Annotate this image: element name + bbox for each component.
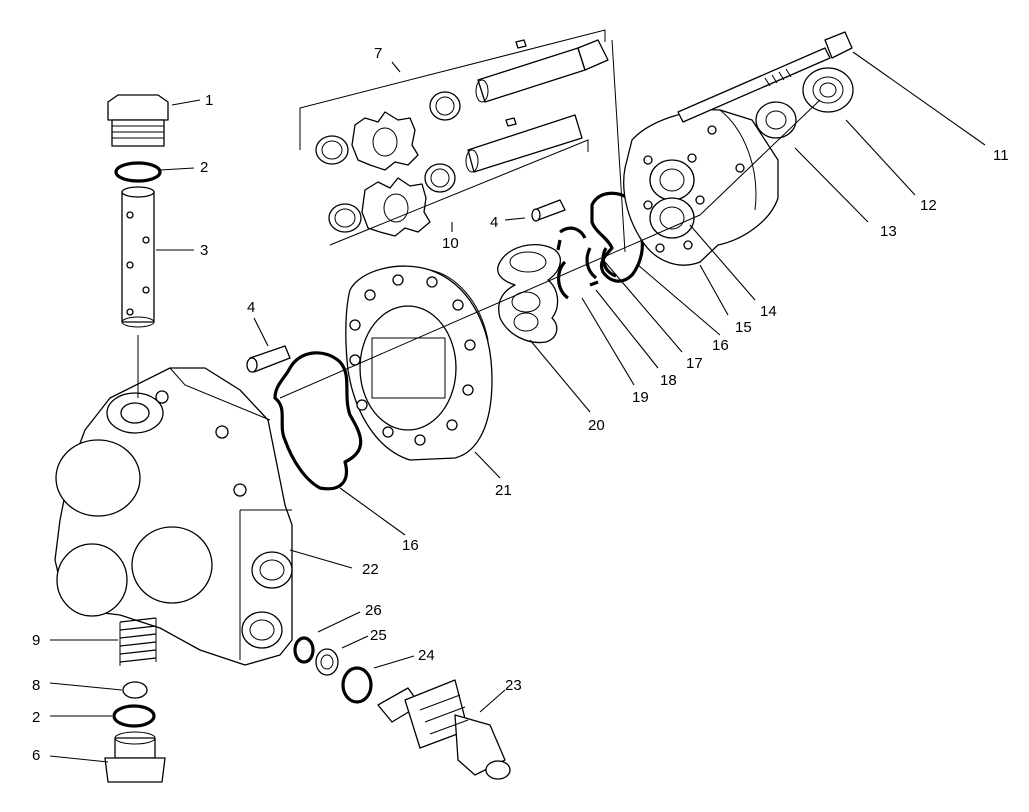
- part-7-gear-shaft-assembly: [315, 39, 609, 171]
- callout-18: 18: [660, 372, 677, 389]
- callout-labels: 1 2 3 4 4 7 10 11 12 13 14 15 16 17 18 1…: [32, 45, 1009, 764]
- callout-8: 8: [32, 677, 40, 694]
- callout-6: 6: [32, 747, 40, 764]
- part-1-plug: [107, 94, 169, 147]
- callout-26: 26: [365, 602, 382, 619]
- bracket-parts-10: [329, 139, 589, 246]
- callout-16-right: 16: [712, 337, 729, 354]
- callout-13: 13: [880, 223, 897, 240]
- callout-1: 1: [205, 92, 213, 109]
- part-8-disc: [122, 681, 148, 699]
- part-24-oring: [341, 666, 373, 704]
- assembly-centerline: [279, 99, 821, 399]
- callout-11: 11: [993, 147, 1009, 164]
- callout-2-upper: 2: [200, 159, 208, 176]
- centerline-upper-shaft: [611, 39, 626, 253]
- callout-22: 22: [362, 561, 379, 578]
- part-4-dowel-pin-right: [531, 199, 566, 222]
- callout-17: 17: [686, 355, 703, 372]
- callout-24: 24: [418, 647, 435, 664]
- leader-lines: [49, 51, 986, 763]
- callout-4-left: 4: [247, 299, 255, 316]
- callout-16-left: 16: [402, 537, 419, 554]
- part-18-seal: [585, 247, 599, 287]
- part-2-oring-upper: [114, 161, 162, 183]
- callout-25: 25: [370, 627, 387, 644]
- callout-12: 12: [920, 197, 937, 214]
- part-17-seal: [601, 247, 617, 278]
- bracket-parts-7: [299, 29, 606, 150]
- callout-9: 9: [32, 632, 40, 649]
- callout-20: 20: [588, 417, 605, 434]
- pump-body-housing: [54, 367, 293, 666]
- part-13-washer: [755, 101, 797, 139]
- callout-23: 23: [505, 677, 522, 694]
- part-23-relief-valve: [377, 679, 511, 780]
- callout-21: 21: [495, 482, 512, 499]
- part-3-sleeve: [121, 186, 155, 398]
- part-4-dowel-pin-left: [246, 345, 291, 373]
- callout-14: 14: [760, 303, 777, 320]
- callout-7: 7: [374, 45, 382, 62]
- part-20-wear-plate: [497, 244, 561, 344]
- part-11-bolt: [677, 31, 853, 123]
- part-2-oring-lower: [112, 704, 156, 728]
- callout-15: 15: [735, 319, 752, 336]
- callout-2-lower: 2: [32, 709, 40, 726]
- part-19-seal: [556, 226, 587, 300]
- part-10-gear-shaft-assembly: [328, 114, 583, 237]
- part-6-plug: [104, 731, 166, 783]
- callout-19: 19: [632, 389, 649, 406]
- part-9-spring: [119, 617, 157, 666]
- callout-4-right: 4: [490, 214, 498, 231]
- part-15-rear-housing: [623, 109, 779, 266]
- part-25-backup-ring: [315, 648, 339, 676]
- part-16-gasket-left: [273, 351, 363, 491]
- part-12-shaft-seal: [802, 67, 854, 113]
- part-26-oring: [293, 636, 315, 664]
- part-21-plate: [345, 265, 493, 461]
- callout-10: 10: [442, 235, 459, 252]
- callout-3: 3: [200, 242, 208, 259]
